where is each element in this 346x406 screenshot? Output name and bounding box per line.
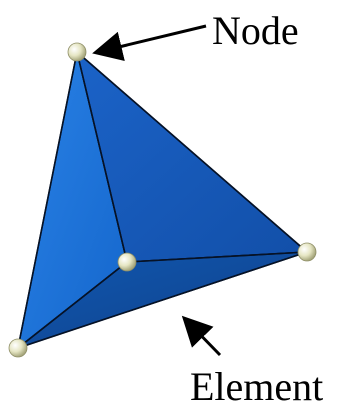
node-middle [117,252,137,272]
node-right [297,242,317,262]
element-pointer-arrow [181,315,222,357]
node-bottom-left [8,338,28,358]
element-label: Element [190,364,323,406]
tetra-edges [17,51,308,349]
node-pointer-arrow [92,24,207,61]
node-label: Node [212,8,299,53]
node-top [67,42,87,62]
